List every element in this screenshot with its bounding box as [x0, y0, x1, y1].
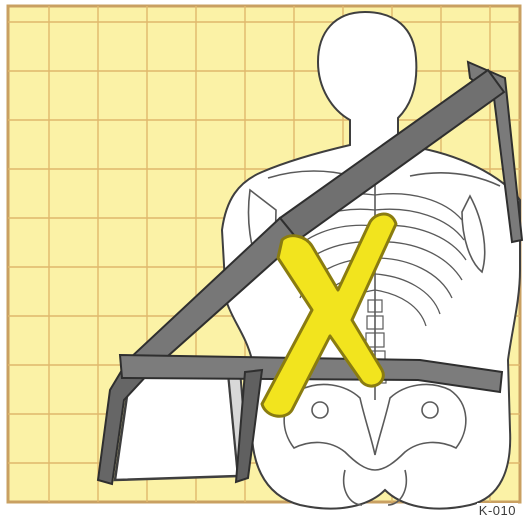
figure-code-label: K-010 [477, 503, 518, 518]
